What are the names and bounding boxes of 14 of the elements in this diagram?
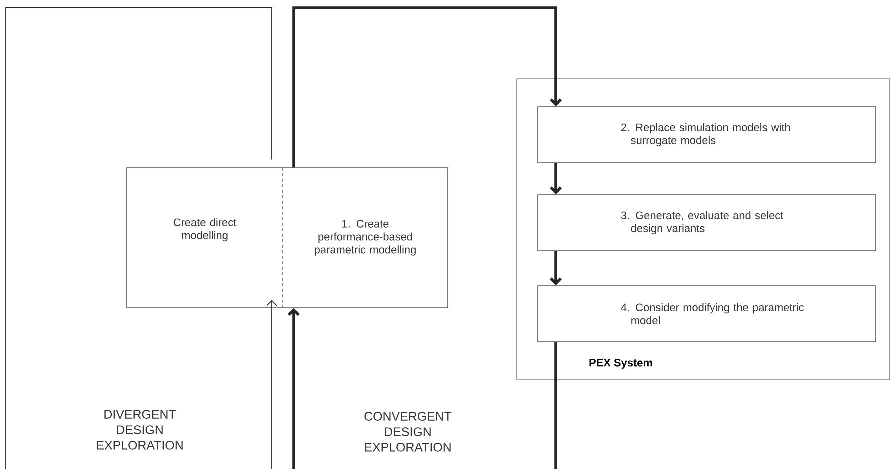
arrow [292,6,562,168]
process-box: 3. Generate, evaluate and select design variants [538,194,876,252]
connector-line [554,342,558,469]
arrow [550,163,562,195]
process-box: 2. Replace simulation models with surrogate models [538,106,876,164]
arrow [550,251,562,286]
process-box: 1. Create performance-based parametric modelling [282,168,448,308]
process-box: Create direct modelling [126,168,284,308]
process-box: 4. Consider modifying the parametric model [538,286,876,342]
connector-line [6,8,272,469]
phase-label: CONVERGENT DESIGN EXPLORATION [364,412,452,452]
arrow [266,300,278,469]
arrow [288,308,300,469]
phase-label: DIVERGENT DESIGN EXPLORATION [97,410,183,450]
